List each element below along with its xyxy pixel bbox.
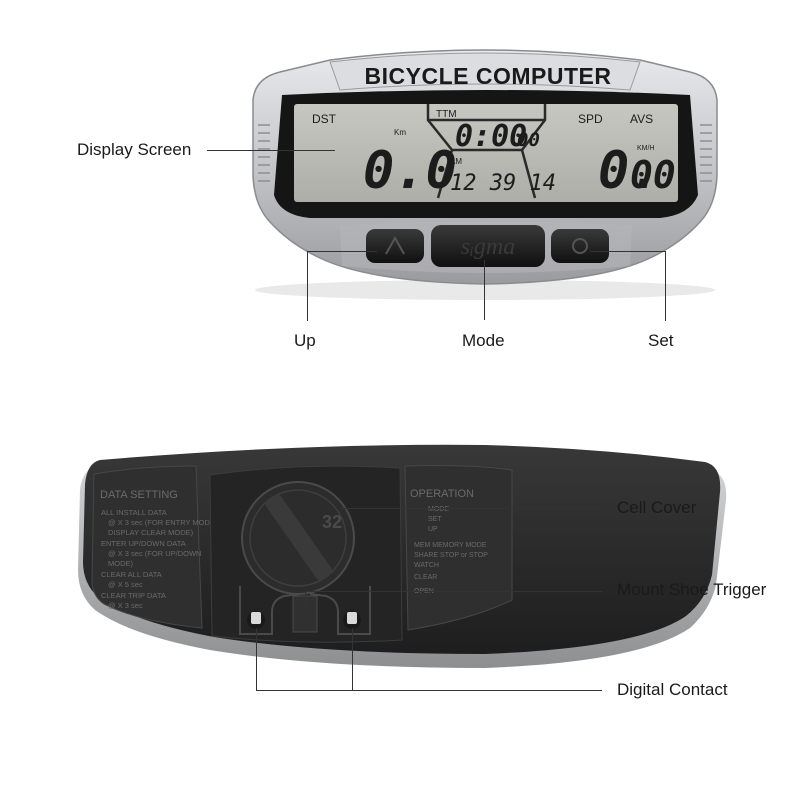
cell-cover-leader [340,508,602,509]
grip-ribs-right [700,124,712,182]
cell-cover-slot [265,494,333,581]
data-setting-panel [91,465,203,629]
operation-title: OPERATION [410,488,474,500]
data-setting-line: @ X 3 sec [108,601,143,610]
km-label: Km [394,128,406,137]
am-label: AM [450,157,462,166]
sigma-logo-icon: sᵢgma [461,234,515,260]
up-label: Up [294,331,316,350]
digital-contact-leader-left [256,628,257,690]
data-setting-title: DATA SETTING [100,489,178,501]
up-arrow-icon [385,235,405,255]
up-leader-h [307,251,377,252]
display-screen-label: Display Screen [77,140,192,159]
set-circle-icon [572,238,588,254]
kmh-label: KM/H [637,145,655,152]
operation-line: CLEAR [414,574,437,581]
mount-shoe-rail-left [239,586,301,635]
digital-contact-right [343,611,361,629]
speed-decimal: 00 [630,153,676,197]
mode-leader [484,260,485,320]
mount-shoe-rail-right [309,586,371,635]
mount-shoe-trigger-leader-v [305,591,306,605]
digital-contact-leader-right [352,628,353,690]
set-leader-v [665,251,666,321]
operation-line: SHARE STOP or STOP [414,552,488,559]
spd-label: SPD [578,112,603,126]
data-setting-line: @ X 5 sec [108,580,143,589]
mode-label: Mode [462,331,505,350]
data-setting-line: @ X 3 sec (FOR ENTRY MODE [108,518,215,527]
brand-text: BICYCLE COMPUTER [365,63,612,89]
digital-contact-label: Digital Contact [617,680,728,699]
set-button[interactable] [551,229,609,263]
data-setting-line: @ X 3 sec (FOR UP/DOWN [108,549,201,558]
grip-ribs-left [258,124,270,182]
front-shadow [255,280,715,300]
cell-cover-label-icon: 32 [322,512,342,532]
mount-shoe-trigger-leader [305,591,602,592]
data-setting-line: DISPLAY CLEAR MODE) [108,528,194,537]
data-setting-line: CLEAR TRIP DATA [101,591,166,600]
clock-value: 12 39 14 [450,171,556,196]
data-setting-line: ALL INSTALL DATA [101,508,167,517]
display-screen-leader [207,150,335,151]
data-setting-line: CLEAR ALL DATA [101,570,162,579]
data-setting-lines: ALL INSTALL DATA @ X 3 sec (FOR ENTRY MO… [101,508,215,610]
dst-label: DST [312,112,337,126]
lcd-dividers [426,104,547,199]
cell-cover-ring [249,489,347,587]
digital-contact-leader-h [256,690,602,691]
digital-contact-left [247,611,265,629]
avs-label: AVS [630,112,653,126]
operation-line: UP [428,526,438,533]
operation-line: MEM MEMORY MODE [414,542,487,549]
up-button[interactable] [366,229,424,263]
data-setting-line: MODE) [108,559,134,568]
set-label: Set [648,331,674,350]
cell-cover-label: Cell Cover [617,498,697,517]
operation-line: MODE [428,506,449,513]
ride-time-seconds: 00 [517,129,540,151]
distance-value: 0.0 [363,141,457,201]
lcd-screen [294,104,678,202]
ride-time-value: 0:00 [455,119,527,154]
up-leader-v [307,251,308,321]
operation-line: SET [428,516,442,523]
mode-button[interactable]: sᵢgma [431,225,545,267]
operation-panel [404,465,513,631]
set-leader-h [590,251,666,252]
brand-banner [329,52,641,91]
data-setting-line: ENTER UP/DOWN DATA [101,539,186,548]
ttm-label: TTM [436,109,457,120]
operation-line: WATCH [414,562,439,569]
speed-value: 0. [598,141,661,201]
mount-shoe-trigger-label: Mount Shoe Trigger [617,580,767,599]
